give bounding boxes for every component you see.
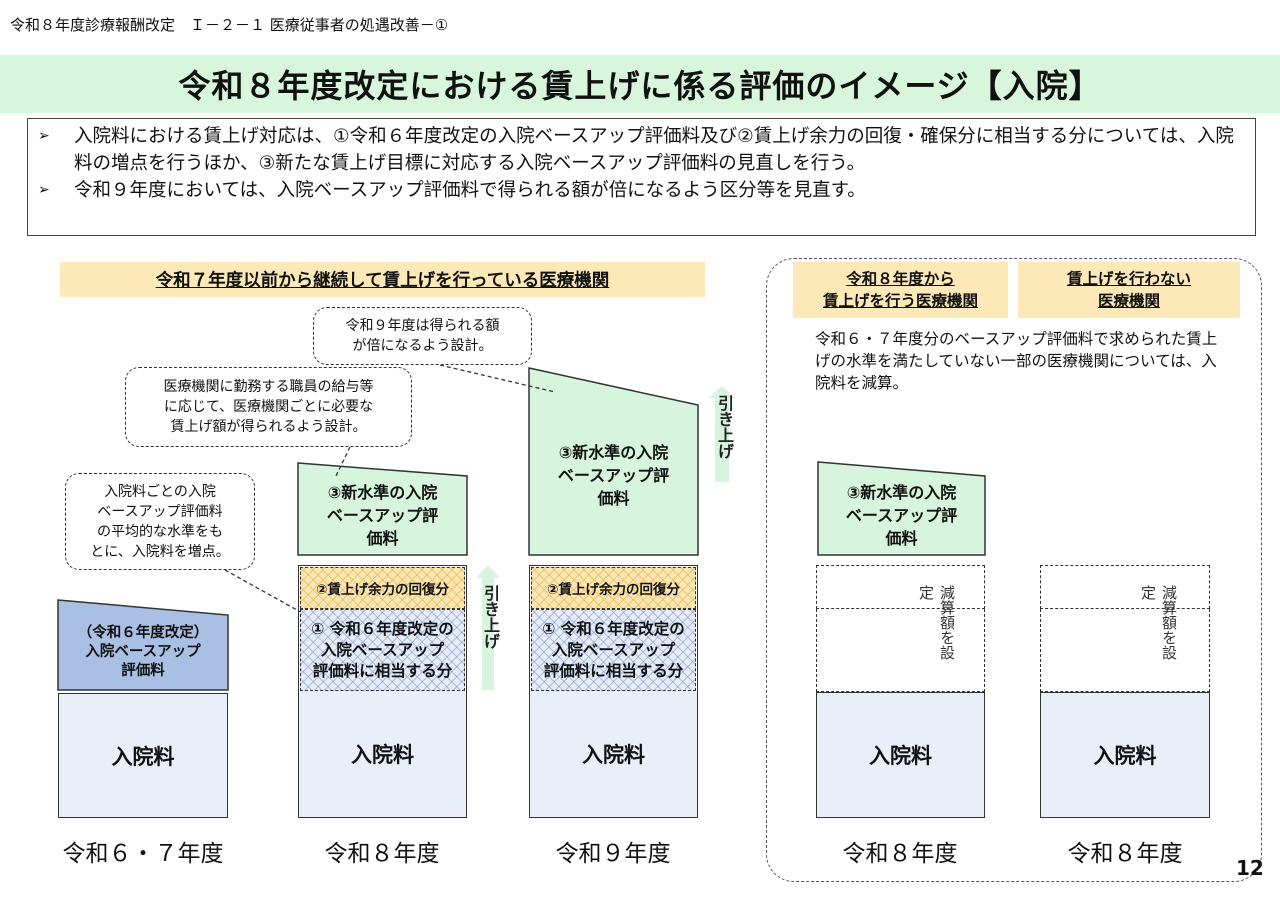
right-header-no-raise: 賃上げを行わない 医療機関	[1018, 262, 1240, 318]
raise-label: 引き上げ	[481, 585, 500, 649]
recovery-block: ②賃上げ余力の回復分	[531, 567, 696, 609]
year-label: 令和８年度	[324, 841, 440, 867]
new-base-up-box-right	[817, 461, 986, 556]
r6-equiv-block: ① 令和６年度改定の 入院ベースアップ 評価料に相当する分	[531, 609, 696, 691]
raise-arrow-icon	[709, 386, 735, 482]
right-section-container	[766, 258, 1262, 882]
left-section-banner: 令和７年度以前から継続して賃上げを行っている医療機関	[60, 262, 705, 297]
reduction-area	[1040, 609, 1210, 692]
bullet-text: 令和９年度においては、入院ベースアップ評価料で得られる額が倍になるよう区分等を見…	[74, 180, 866, 201]
year-label: 令和６・７年度	[62, 841, 224, 867]
bullet-icon: ➢	[38, 182, 50, 198]
bullet-text: 入院料における賃上げ対応は、①令和６年度改定の入院ベースアップ評価料及び②賃上げ…	[74, 126, 1234, 174]
year-label: 令和９年度	[555, 841, 671, 867]
leader-line	[334, 446, 351, 479]
raise-arrow-icon	[476, 565, 500, 690]
inpatient-fee-block: 入院料	[58, 693, 228, 818]
leader-line	[439, 364, 556, 393]
raise-label: 引き上げ	[715, 395, 734, 459]
new-base-up-box-r9	[528, 367, 699, 556]
reduce-label: 減算額を設定	[917, 585, 956, 660]
r6-base-up-label: （令和６年度改定） 入院ベースアップ 評価料	[77, 625, 209, 679]
right-header-new-raise: 令和８年度から 賃上げを行う医療機関	[793, 262, 1008, 318]
recovery-block: ②賃上げ余力の回復分	[300, 567, 465, 609]
year-label: 令和８年度	[1067, 841, 1183, 867]
callout-increase: 入院料ごとの入院 ベースアップ評価料 の平均的な水準をも とに、入院料を増点。	[65, 473, 255, 570]
page-title: 令和８年度改定における賃上げに係る評価のイメージ【入院】	[0, 55, 1280, 113]
callout-design: 医療機関に勤務する職員の給与等 に応じて、医療機関ごとに必要な 賃上げ額が得られ…	[125, 367, 412, 447]
summary-box: ➢ 入院料における賃上げ対応は、①令和６年度改定の入院ベースアップ評価料及び②賃上…	[27, 118, 1256, 236]
reduction-area	[816, 609, 985, 692]
bullet-icon: ➢	[38, 128, 50, 144]
r6-equiv-block: ① 令和６年度改定の 入院ベースアップ 評価料に相当する分	[300, 609, 465, 691]
callout-r9: 令和９年度は得られる額 が倍になるよう設計。	[313, 307, 532, 365]
reduction-area	[816, 565, 985, 609]
r6-base-up-box	[57, 599, 229, 691]
new-base-up-box-r8	[297, 462, 468, 556]
new-base-up-label: ③新水準の入院 ベースアップ評 価料	[326, 483, 439, 548]
page-number: 12	[1236, 856, 1264, 880]
reduction-area	[1040, 565, 1210, 609]
inpatient-fee-block: 入院料	[529, 691, 698, 818]
new-base-up-label: ③新水準の入院 ベースアップ評 価料	[557, 442, 670, 508]
new-base-up-label: ③新水準の入院 ベースアップ評 価料	[845, 483, 958, 548]
inpatient-fee-block: 入院料	[1040, 692, 1210, 818]
reduce-label: 減算額を設定	[1139, 585, 1178, 660]
right-note: 令和６・７年度分のベースアップ評価料で求められた賃上げの水準を満たしていない一部…	[815, 330, 1218, 392]
inpatient-fee-block: 入院料	[298, 691, 467, 818]
year-label: 令和８年度	[842, 841, 958, 867]
inpatient-fee-block: 入院料	[816, 692, 985, 818]
header-breadcrumb: 令和８年度診療報酬改定 Ｉ－２－１ 医療従事者の処遇改善－①	[10, 16, 449, 34]
